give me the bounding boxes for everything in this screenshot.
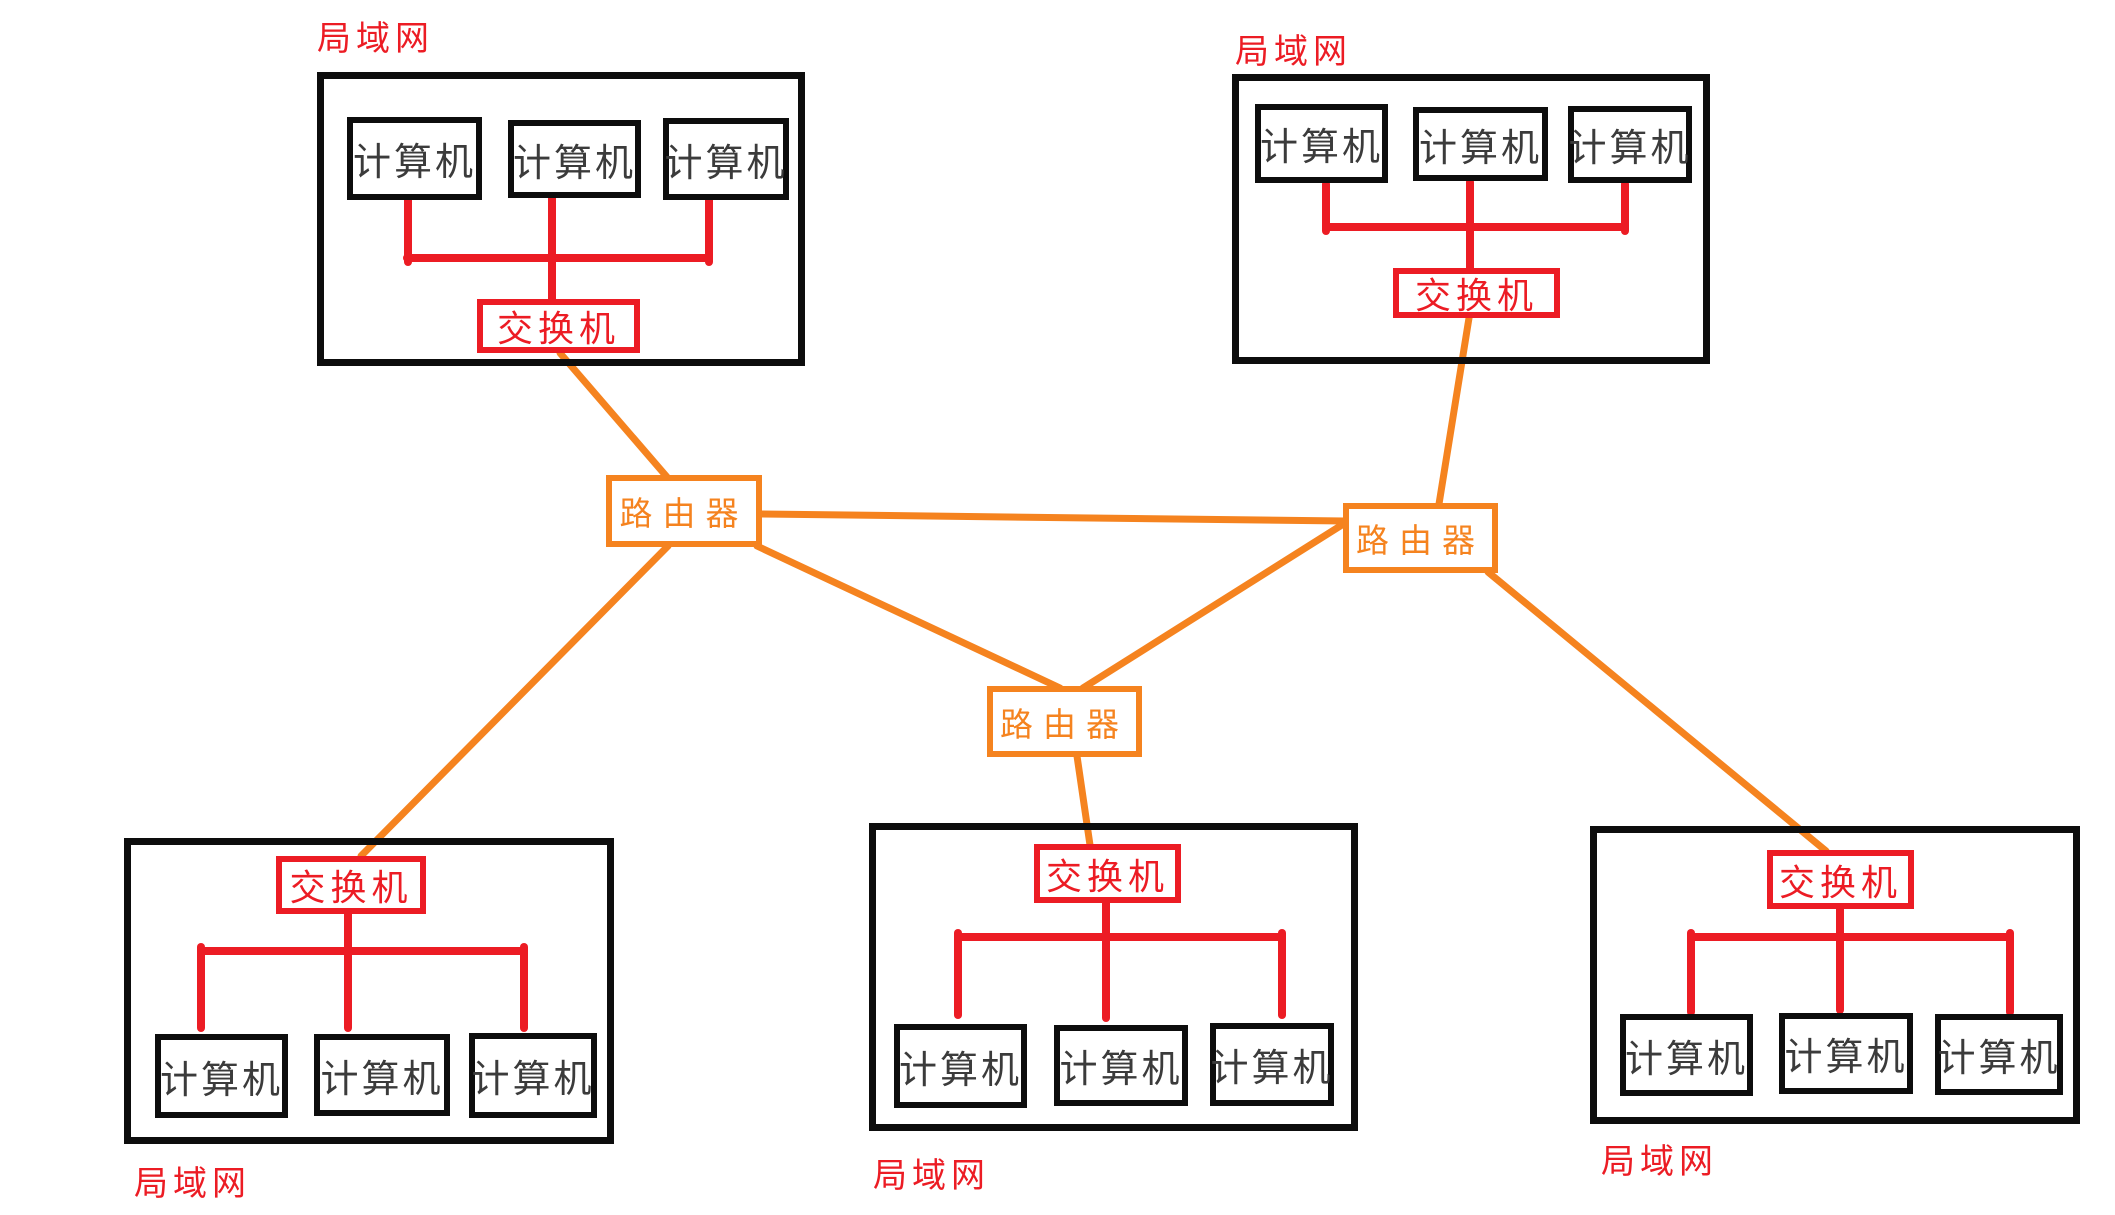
computer-label: 计算机 (1937, 1038, 2061, 1080)
computer-label: 计算机 (664, 142, 788, 185)
computer-label: 计算机 (1568, 128, 1692, 170)
link-router-left-to-router-center (753, 542, 1064, 692)
link-lan2-switch-to-router-right (1435, 314, 1473, 508)
computer-node: 计算机 (663, 118, 789, 200)
lan-boundary-box (317, 72, 805, 366)
computer-node: 计算机 (1210, 1023, 1334, 1106)
computer-node: 计算机 (1620, 1014, 1753, 1096)
lan-label: 局域网 (134, 1166, 251, 1203)
switch-node: 交换机 (1767, 850, 1914, 909)
computer-node: 计算机 (1779, 1013, 1913, 1094)
link-lan1-switch-to-router-left (556, 349, 671, 481)
computer-node: 计算机 (155, 1034, 288, 1118)
computer-label: 计算机 (1260, 127, 1384, 169)
computer-label: 计算机 (1210, 1048, 1334, 1090)
lan-boundary-box (124, 838, 614, 1144)
computer-node: 计算机 (508, 120, 641, 198)
computer-label: 计算机 (1784, 1037, 1908, 1079)
computer-label: 计算机 (513, 142, 637, 185)
computer-label: 计算机 (160, 1059, 284, 1102)
link-router-right-to-router-center (1079, 519, 1349, 692)
computer-label: 计算机 (1419, 127, 1543, 170)
router-label: 路由器 (619, 497, 749, 533)
lan-label: 局域网 (317, 21, 434, 58)
computer-label: 计算机 (1059, 1049, 1183, 1091)
switch-node: 交换机 (477, 299, 640, 353)
switch-node: 交换机 (1393, 268, 1560, 318)
switch-label: 交换机 (1778, 862, 1902, 903)
computer-label: 计算机 (1625, 1038, 1749, 1081)
computer-node: 计算机 (1255, 104, 1388, 183)
router-left: 路由器 (606, 475, 762, 547)
lan-label: 局域网 (1601, 1144, 1718, 1181)
switch-label: 交换机 (1414, 276, 1538, 316)
computer-node: 计算机 (347, 117, 482, 200)
computer-label: 计算机 (899, 1049, 1023, 1092)
computer-label: 计算机 (471, 1059, 595, 1101)
computer-node: 计算机 (1054, 1025, 1188, 1106)
switch-label: 交换机 (496, 309, 620, 349)
switch-label: 交换机 (1045, 856, 1169, 897)
switch-node: 交换机 (276, 856, 426, 914)
computer-node: 计算机 (894, 1024, 1027, 1108)
lan-boundary-box (869, 823, 1358, 1131)
switch-label: 交换机 (289, 868, 413, 908)
lan-label: 局域网 (1235, 34, 1352, 71)
lan-boundary-box (1590, 826, 2080, 1124)
link-router-left-to-lan3-switch (357, 542, 672, 860)
computer-node: 计算机 (314, 1034, 450, 1116)
computer-node: 计算机 (1413, 107, 1548, 181)
link-router-center-to-lan4-switch (1073, 752, 1094, 849)
router-label: 路由器 (1000, 707, 1129, 744)
router-label: 路由器 (1356, 524, 1485, 560)
computer-node: 计算机 (1568, 106, 1692, 183)
router-right: 路由器 (1343, 503, 1498, 573)
computer-label: 计算机 (320, 1058, 444, 1101)
switch-node: 交换机 (1034, 844, 1181, 903)
computer-node: 计算机 (1935, 1014, 2063, 1095)
lan-label: 局域网 (873, 1158, 990, 1195)
computer-label: 计算机 (353, 142, 477, 184)
link-router-right-to-lan5-switch (1484, 568, 1830, 855)
link-router-left-to-router-right (756, 510, 1349, 525)
router-center: 路由器 (987, 686, 1142, 757)
lan-boundary-box (1232, 74, 1710, 364)
computer-node: 计算机 (469, 1033, 597, 1118)
